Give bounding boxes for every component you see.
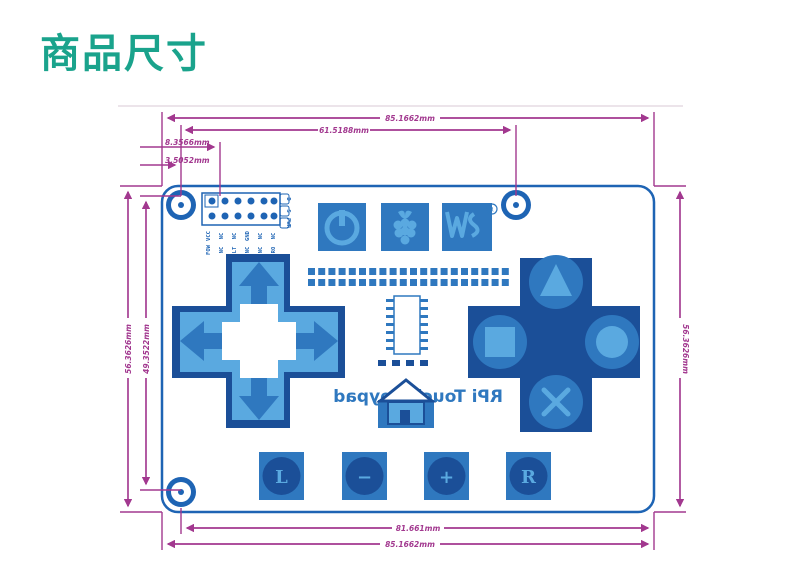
pin-label: NC (232, 233, 238, 240)
arrow-down-icon (239, 378, 279, 420)
pin-label: VCC (206, 231, 212, 241)
square-icon (485, 327, 515, 357)
mounting-hole-bottom-left (166, 477, 196, 507)
pin-label: RO (271, 246, 277, 253)
arrow-left-icon (180, 321, 222, 361)
mounting-hole-top-left (166, 190, 196, 220)
mounting-hole-top-right (501, 190, 531, 220)
pin-label: NC (245, 247, 251, 254)
dim-right-height: 56.3626mm (681, 324, 690, 374)
pin-label: NC (271, 233, 277, 240)
dim-left-inner-height: 49.3522mm (142, 324, 151, 374)
side-marks: D S PWR (279, 193, 291, 229)
arrow-right-icon (296, 321, 338, 361)
action-buttons (468, 255, 640, 432)
ic-chip (386, 295, 428, 355)
dpad (172, 254, 345, 428)
dim-header-offset: 8.3566mm (165, 138, 210, 147)
bottom-button-label: + (439, 467, 454, 488)
bottom-button-label: R (521, 467, 537, 488)
triangle-icon (540, 264, 572, 296)
cross-icon (541, 387, 571, 417)
circle-icon (596, 326, 628, 358)
dimension-labels: 85.1662mm 61.5188mm 8.3566mm 3.5052mm 56… (122, 112, 690, 549)
pin-label: NC (219, 233, 225, 240)
pin-label: NC (258, 247, 264, 254)
dim-top-width: 85.1662mm (385, 114, 435, 123)
pin-label: LT (232, 246, 238, 253)
pin-labels-row1: VCC NC NC GND NC NC (206, 230, 277, 241)
side-mark: D (285, 197, 291, 201)
pin-header (201, 192, 281, 226)
pin-label: NC (219, 247, 225, 254)
small-components (378, 360, 428, 366)
waveshare-logo-icon: R (442, 203, 498, 251)
bottom-button-label: − (357, 467, 372, 488)
svg-text:R: R (490, 207, 494, 214)
bottom-button-label: L (275, 467, 288, 488)
dim-hole-offset: 3.5052mm (165, 156, 210, 165)
power-icon (318, 203, 366, 251)
pad-row (308, 268, 509, 286)
pin-label: GND (245, 230, 251, 241)
dim-bottom-width: 85.1662mm (385, 540, 435, 549)
house-icon (375, 378, 437, 428)
pin-label: NC (258, 233, 264, 240)
dim-hole-spacing: 61.5188mm (319, 126, 369, 135)
bottom-buttons: L − + R (259, 452, 551, 500)
dim-left-height: 56.3626mm (124, 324, 133, 374)
dim-bottom-inner-width: 81.661mm (396, 524, 441, 533)
board: VCC NC NC GND NC NC FOW NC LT NC NC RO D S PWR R (160, 184, 656, 514)
side-mark: PWR (285, 218, 291, 229)
arrow-up-icon (239, 262, 279, 304)
side-mark: S (285, 209, 291, 212)
page-title: 商品尺寸 (40, 31, 208, 77)
pin-label: FOW (206, 244, 212, 255)
pin-labels-row2: FOW NC LT NC NC RO (206, 244, 277, 255)
raspberry-icon (381, 203, 429, 251)
